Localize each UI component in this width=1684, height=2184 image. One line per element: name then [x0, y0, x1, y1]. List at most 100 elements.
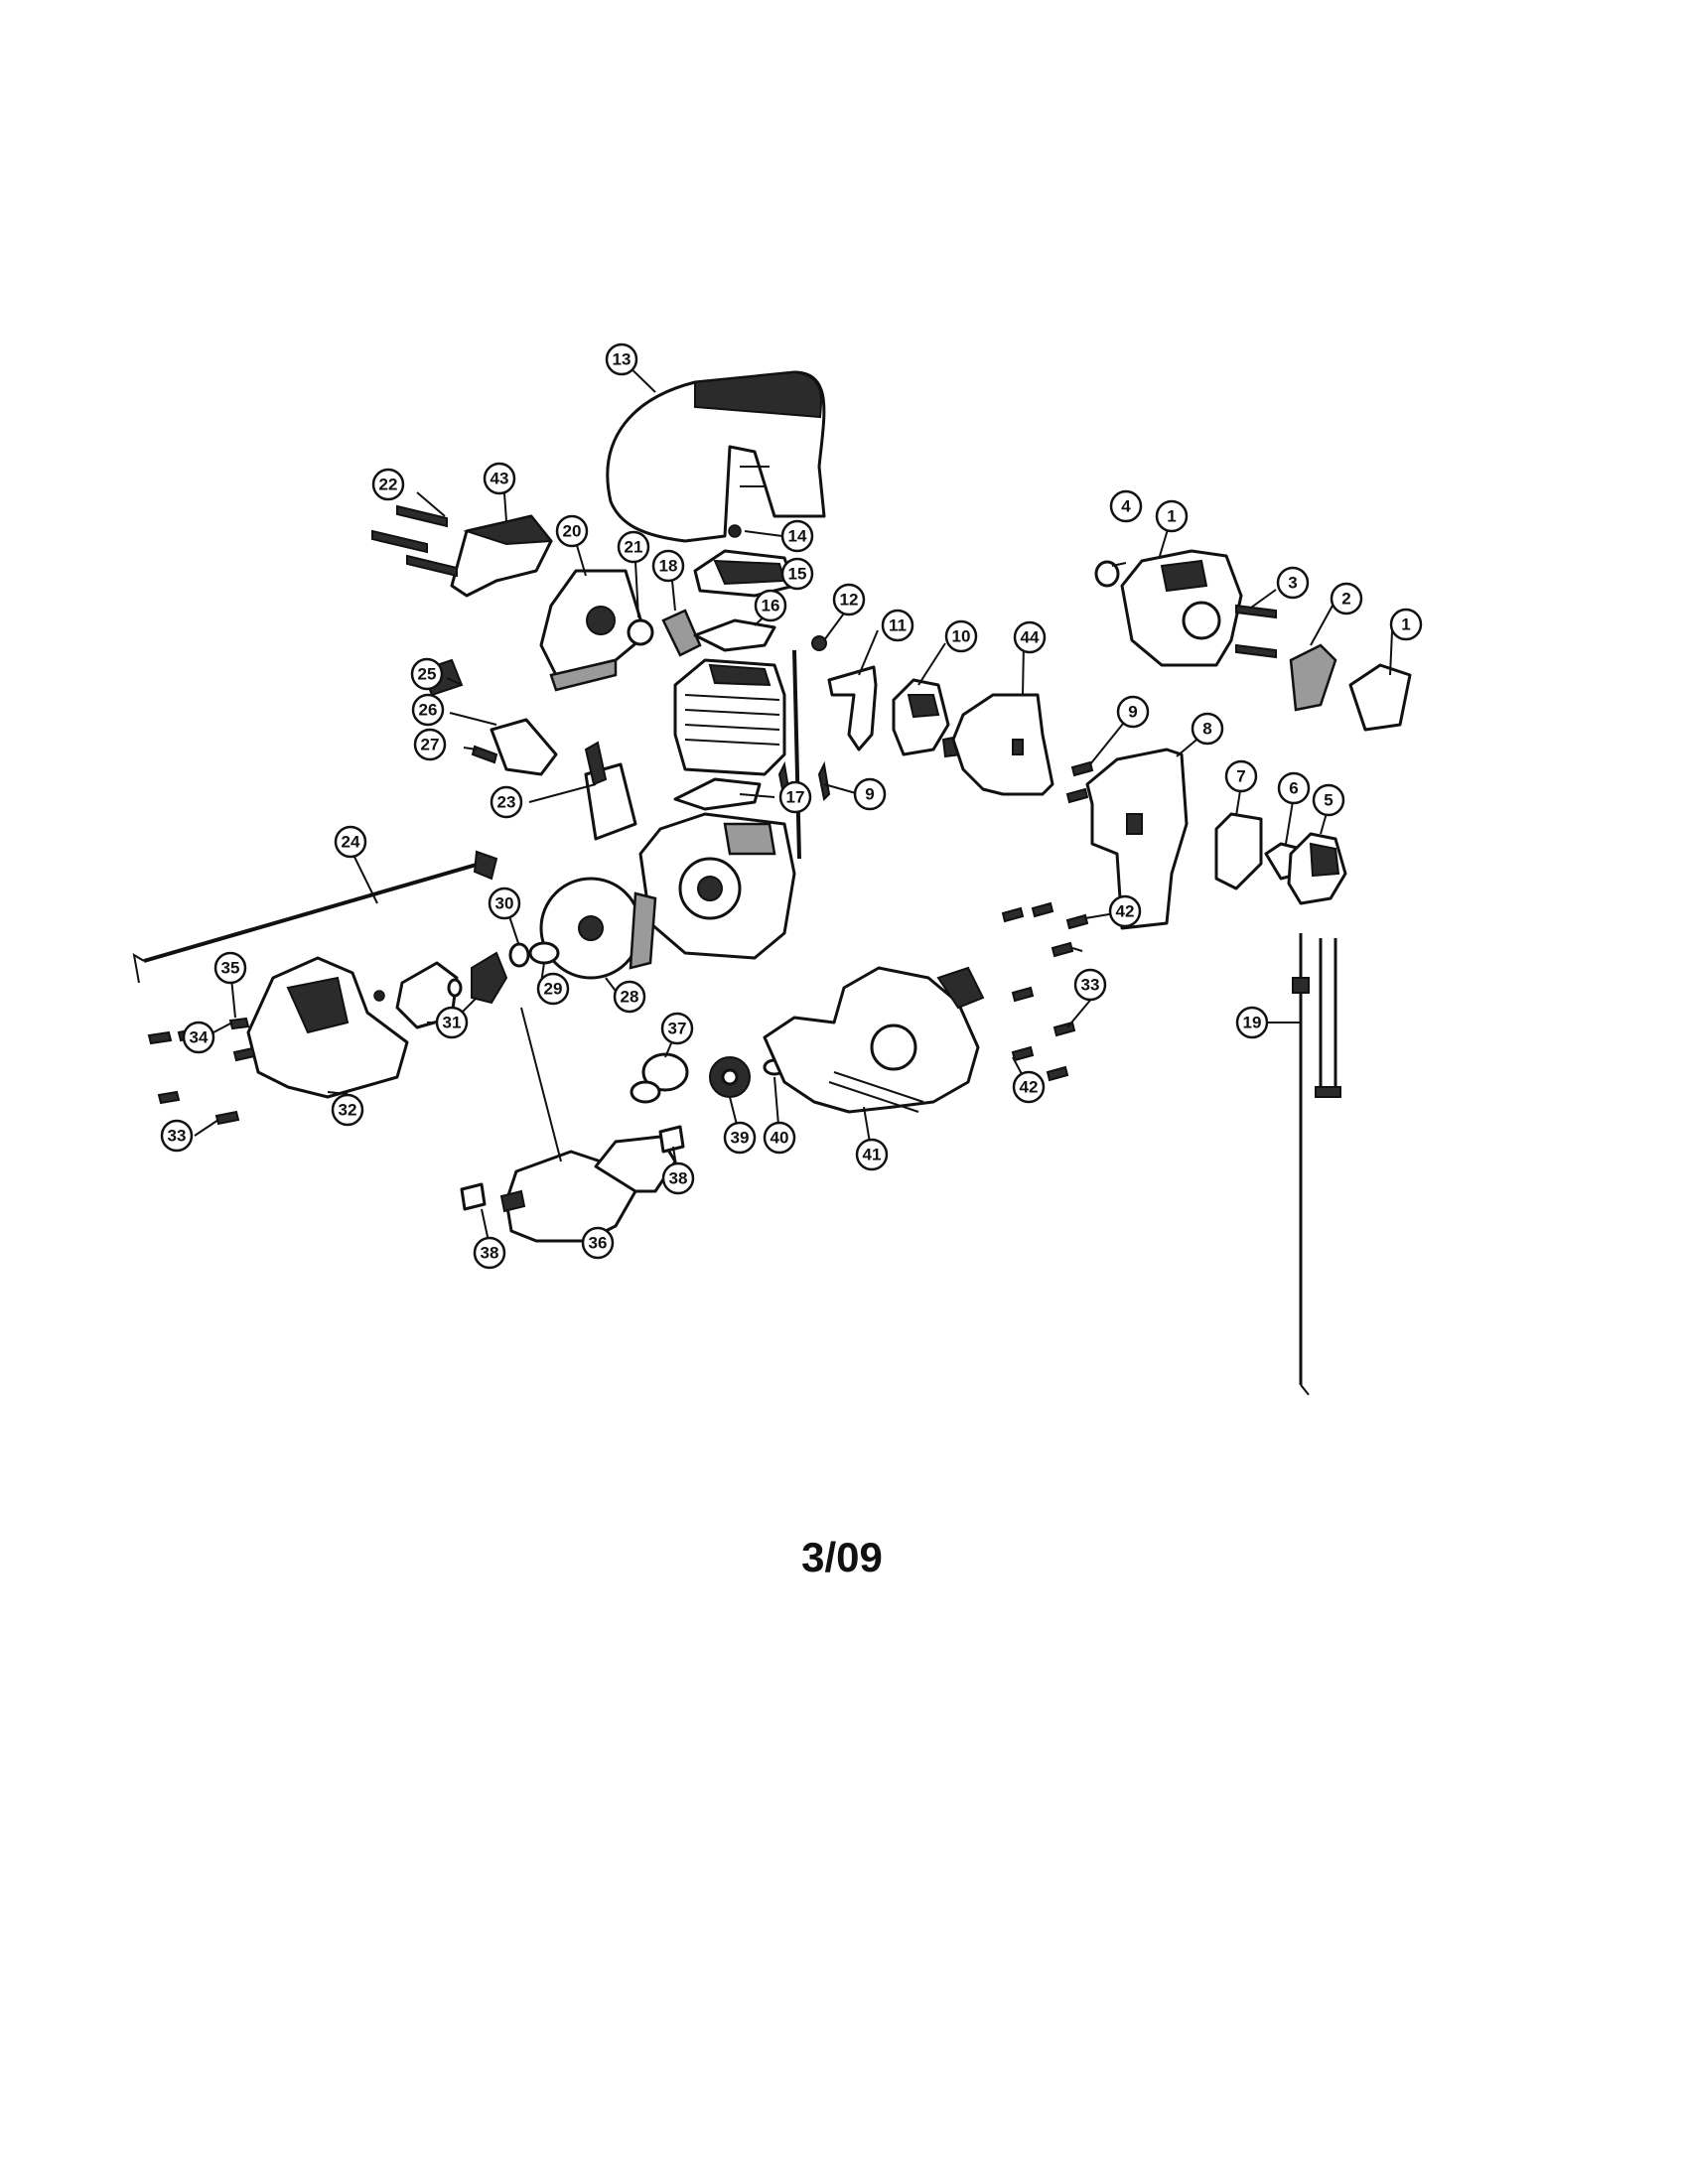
- gasket-17: [673, 777, 762, 811]
- callout-label: 13: [613, 350, 632, 369]
- callout-33-right: 33: [1073, 968, 1107, 1002]
- callout-12: 12: [832, 583, 866, 616]
- callout-label: 33: [1081, 976, 1100, 995]
- callout-label: 12: [840, 591, 859, 610]
- muffler-20: [539, 569, 647, 692]
- callout-24: 24: [334, 825, 367, 859]
- callout-14: 14: [780, 519, 814, 553]
- callout-34: 34: [182, 1021, 215, 1054]
- callout-label: 29: [544, 980, 563, 999]
- callout-label: 36: [589, 1234, 608, 1253]
- fuel-cap-37: [630, 1052, 689, 1104]
- ring-4: [1094, 560, 1120, 588]
- callout-label: 27: [421, 736, 440, 754]
- callout-18: 18: [651, 549, 685, 583]
- callout-label: 40: [771, 1129, 789, 1148]
- grommets-38: [460, 1125, 685, 1211]
- callout-32: 32: [331, 1093, 364, 1127]
- washer-30: [508, 942, 530, 968]
- callout-label: 22: [379, 476, 398, 494]
- callout-label: 25: [418, 665, 437, 684]
- callout-2: 2: [1330, 582, 1363, 615]
- callout-label: 2: [1341, 590, 1350, 609]
- gasket-plate-44: [951, 693, 1054, 796]
- callout-15: 15: [780, 557, 814, 591]
- screws-22: [371, 504, 458, 578]
- callout-label: 42: [1116, 902, 1135, 921]
- callout-label: 3: [1288, 574, 1297, 593]
- callout-9-left: 9: [853, 777, 887, 811]
- callout-27: 27: [413, 728, 447, 761]
- clutch-31: [373, 951, 508, 1029]
- callout-8: 8: [1191, 712, 1224, 746]
- callout-29: 29: [536, 972, 570, 1006]
- callout-label: 9: [1128, 703, 1137, 722]
- starter-pulley-39: [709, 1056, 751, 1098]
- gasket-16: [693, 618, 776, 652]
- callout-3: 3: [1276, 566, 1310, 600]
- callout-label: 38: [481, 1244, 499, 1263]
- callout-label: 1: [1167, 507, 1176, 526]
- callout-label: 38: [669, 1169, 688, 1188]
- callout-label: 35: [221, 959, 240, 978]
- callout-label: 23: [497, 793, 516, 812]
- callout-7: 7: [1224, 759, 1258, 793]
- throttle-rod-24: [132, 850, 498, 984]
- bushing-29: [528, 941, 560, 965]
- date-code: 3/09: [801, 1534, 883, 1580]
- callout-35: 35: [213, 951, 247, 985]
- gasket-7: [1214, 812, 1263, 890]
- gasket-plate-8: [1085, 748, 1189, 930]
- callout-40: 40: [763, 1121, 796, 1155]
- nut-12: [811, 635, 827, 651]
- callout-label: 41: [863, 1146, 882, 1164]
- callout-25: 25: [410, 657, 444, 691]
- callout-label: 28: [621, 988, 639, 1007]
- callout-6: 6: [1277, 771, 1311, 805]
- callout-label: 37: [668, 1020, 687, 1038]
- screw-14: [728, 524, 742, 538]
- cylinder-cap-15: [693, 549, 796, 598]
- callout-44: 44: [1013, 620, 1047, 654]
- callout-label: 33: [168, 1127, 187, 1146]
- screw-27: [471, 745, 498, 764]
- clutch-housing-32: [246, 956, 409, 1099]
- callout-31: 31: [435, 1006, 469, 1039]
- callout-13: 13: [605, 342, 638, 376]
- callout-1-top: 1: [1155, 499, 1189, 533]
- callout-10: 10: [944, 619, 978, 653]
- callout-label: 18: [659, 557, 678, 576]
- callout-label: 4: [1121, 497, 1131, 516]
- crankcase: [638, 812, 796, 960]
- callout-38-left: 38: [473, 1236, 506, 1270]
- callout-38-right: 38: [661, 1161, 695, 1195]
- callout-label: 15: [788, 565, 807, 584]
- callout-26: 26: [411, 693, 445, 727]
- starter-housing-41: [763, 966, 985, 1114]
- callout-label: 10: [952, 627, 971, 646]
- callout-41: 41: [855, 1138, 889, 1171]
- callout-17: 17: [778, 780, 812, 814]
- callout-22: 22: [371, 468, 405, 501]
- callout-label: 5: [1324, 791, 1333, 810]
- filter-cover-1: [1348, 663, 1412, 732]
- fuel-tank-36: [499, 1007, 677, 1243]
- bracket-11: [827, 665, 878, 751]
- guide-rod: [792, 649, 801, 860]
- callout-label: 24: [342, 833, 360, 852]
- callout-label: 30: [495, 894, 514, 913]
- callout-label: 34: [190, 1028, 209, 1047]
- callout-label: 19: [1243, 1014, 1262, 1032]
- callout-label: 20: [563, 522, 582, 541]
- callout-20: 20: [555, 514, 589, 548]
- callout-16: 16: [754, 589, 787, 622]
- callout-label: 44: [1021, 628, 1040, 647]
- gasket-21: [627, 618, 654, 646]
- screws-3: [1235, 604, 1277, 659]
- callout-5: 5: [1312, 783, 1345, 817]
- callout-19: 19: [1235, 1006, 1269, 1039]
- callout-label: 6: [1289, 779, 1298, 798]
- callout-label: 26: [419, 701, 438, 720]
- ignition-coil-23: [584, 741, 637, 841]
- callout-21: 21: [617, 530, 650, 564]
